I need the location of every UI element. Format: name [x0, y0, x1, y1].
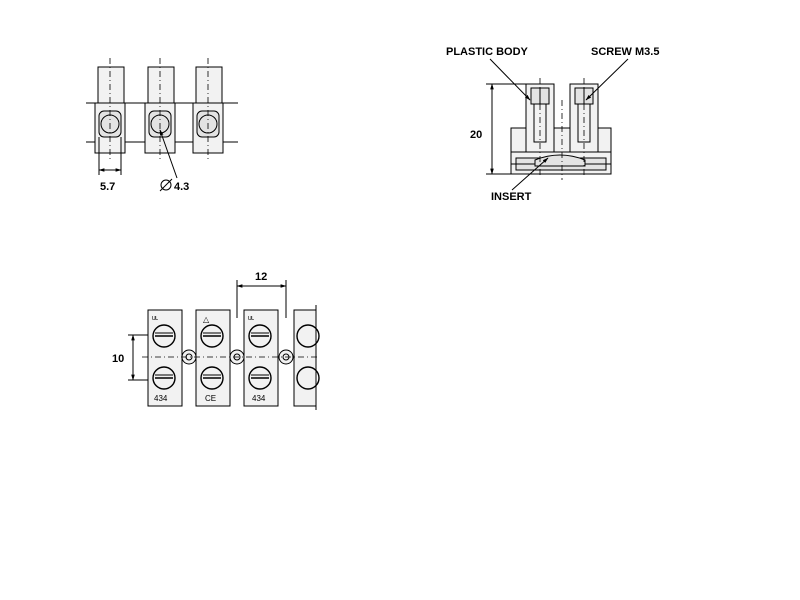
top-view: 5.7 4.3 — [86, 58, 238, 193]
dim-hole-diameter: 4.3 — [174, 181, 189, 193]
terminal-tower — [94, 58, 126, 160]
label-insert: INSERT — [491, 191, 532, 203]
svg-text:ᵁᴸ: ᵁᴸ — [152, 315, 158, 324]
dim-pitch-small: 5.7 — [100, 181, 115, 193]
front-view: 12 10 ᵁᴸ 434 △ CE ᵁᴸ 434 — [112, 271, 320, 410]
ce-mark: CE — [205, 394, 216, 403]
svg-text:△: △ — [203, 315, 210, 324]
terminal-block: △ CE — [195, 309, 231, 407]
part-number: 434 — [252, 394, 266, 403]
terminal-block — [293, 305, 320, 410]
part-number: 434 — [154, 394, 168, 403]
dim-pitch: 12 — [255, 271, 267, 283]
dim-height: 20 — [470, 129, 482, 141]
label-plastic-body: PLASTIC BODY — [446, 46, 529, 58]
svg-text:ᵁᴸ: ᵁᴸ — [248, 315, 254, 324]
terminal-tower — [192, 58, 224, 160]
section-view: 20 PLASTIC BODY SCREW M3.5 INSERT — [446, 46, 659, 203]
diameter-symbol — [160, 179, 172, 191]
terminal-block: ᵁᴸ 434 — [243, 309, 279, 407]
label-screw: SCREW M3.5 — [591, 46, 659, 58]
dim-screw-spacing: 10 — [112, 353, 124, 365]
terminal-tower — [144, 58, 176, 160]
terminal-block: ᵁᴸ 434 — [147, 309, 183, 407]
